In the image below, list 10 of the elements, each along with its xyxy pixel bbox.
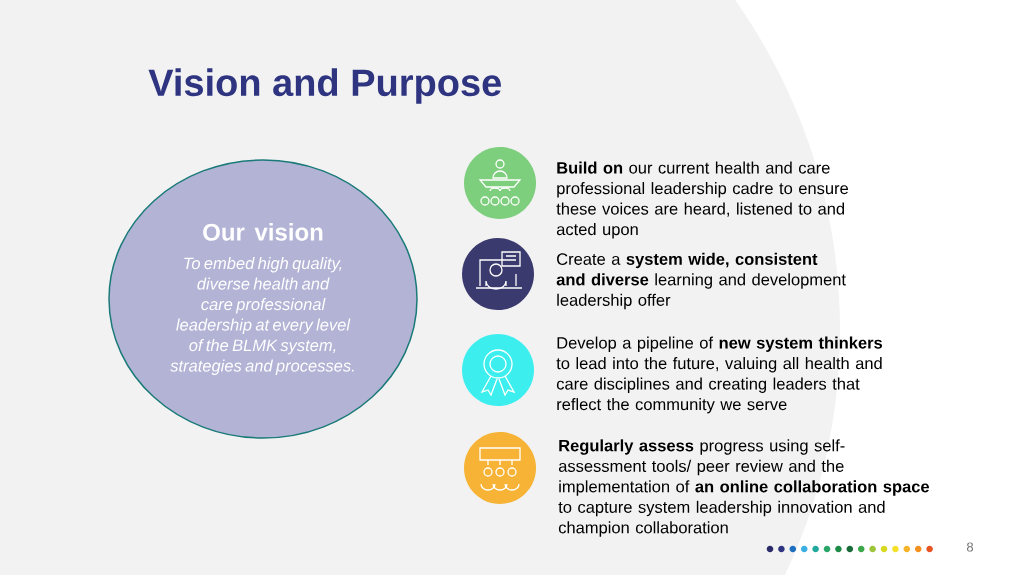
icon-circle (462, 238, 534, 310)
description-text: Develop a pipeline of new system thinkers to lead into the future, valuing all health and care disciplines and creating leaders that reflect the community we serve (556, 336, 883, 414)
description-text: Build on our current health and care professional leadership cadre to ensure these voices are heard, listened to and acted upon (556, 161, 848, 239)
description-text: Create a system wide, consistent and diverse learning and development leadership offer (556, 252, 846, 310)
icon-circle (464, 147, 536, 219)
page-number: 8 (966, 542, 974, 552)
description-text: Regularly assess progress using self-assessment tools/ peer review and the implementation of an online collaboration space to capture system leadership innovation and champion collaboration (558, 439, 930, 537)
icon-circle (462, 334, 534, 406)
icon-circle (464, 432, 536, 504)
title: Vision and Purpose (148, 68, 501, 104)
